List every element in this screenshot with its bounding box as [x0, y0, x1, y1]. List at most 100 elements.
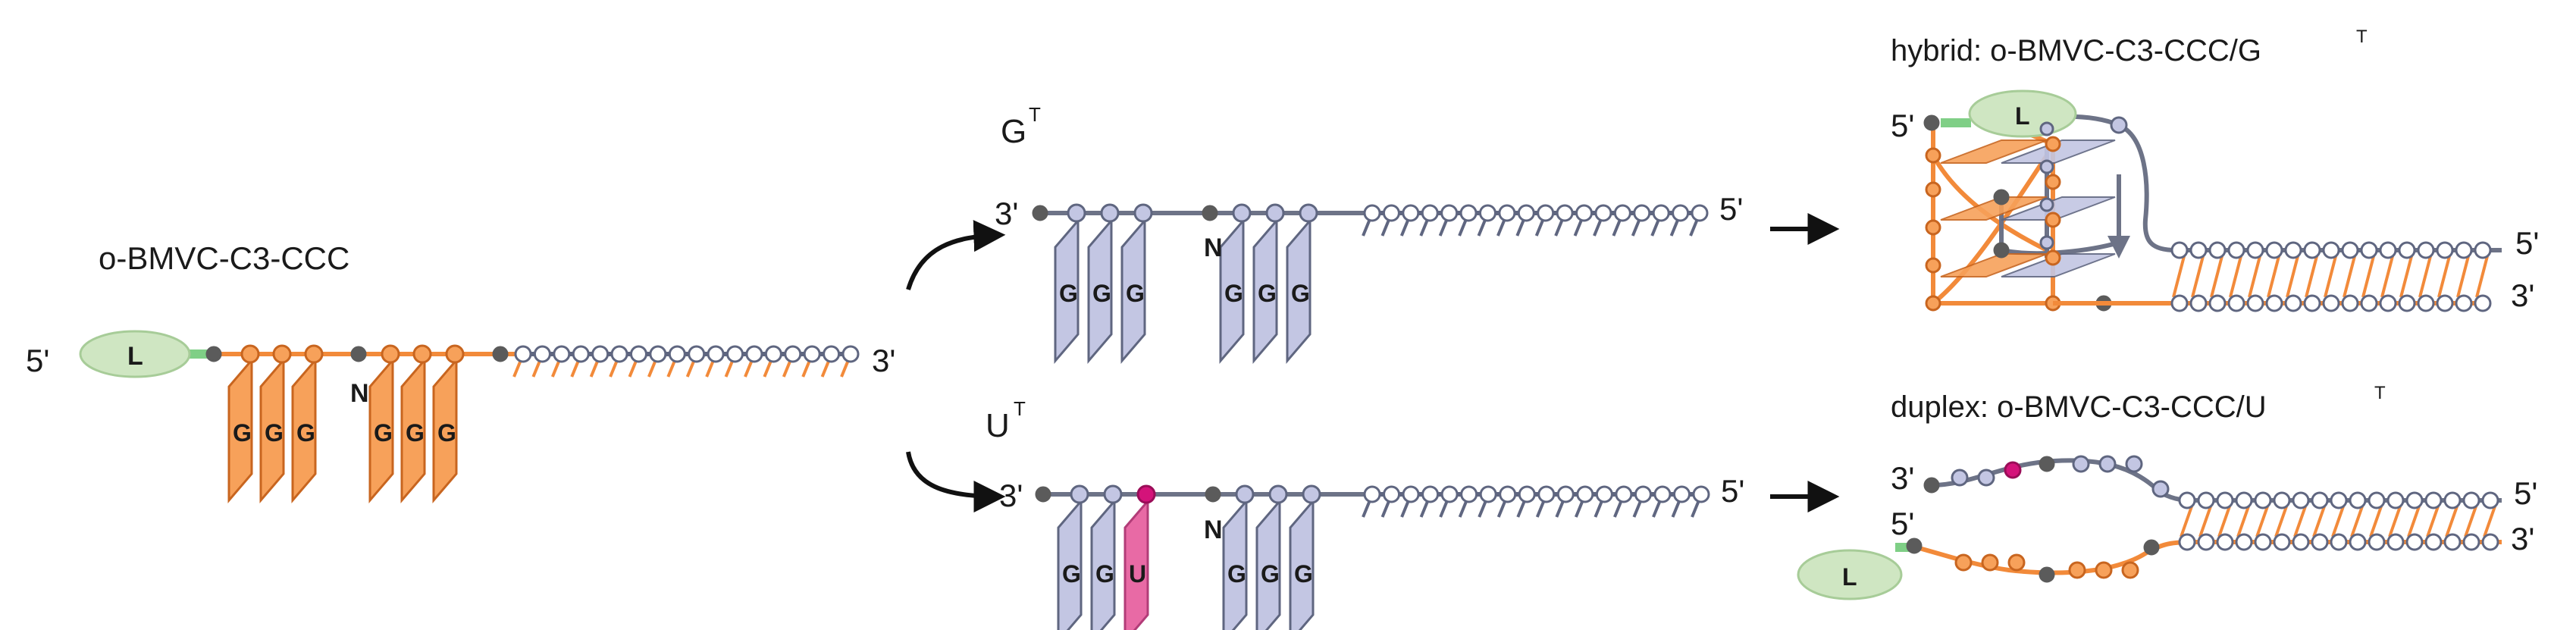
duplex-gray-node	[1951, 469, 1969, 487]
hybrid-5p-node	[1923, 114, 1940, 131]
duplex-three-prime-left: 3'	[1891, 460, 1914, 496]
ut-five-prime: 5'	[1721, 473, 1744, 509]
ut-base-letter: G	[1062, 560, 1081, 588]
ut-base-tick	[1613, 500, 1623, 518]
hybrid-five-prime-right: 5'	[2515, 225, 2539, 261]
hybrid-target-nucleotide	[2436, 241, 2454, 259]
ut-nucleotide	[1440, 485, 1459, 503]
duplex-gray-node	[2151, 480, 2170, 498]
ut-base-tick	[1496, 500, 1507, 518]
gt-base-tick	[1399, 218, 1410, 237]
gt-base-letter: G	[1291, 280, 1310, 307]
probe-g-node	[381, 344, 400, 364]
duplex-base-pair	[2236, 506, 2250, 538]
hybrid-base-pair	[2399, 255, 2413, 298]
gt-nucleotide	[1421, 204, 1439, 222]
hybrid-target-nucleotide	[2208, 241, 2227, 259]
ut-nucleotide	[1383, 485, 1401, 503]
gt-nucleotide	[1633, 204, 1651, 222]
hybrid-probe-nucleotide	[2360, 294, 2378, 312]
probe-nucleotide	[610, 345, 628, 363]
gt-base-letter: G	[1224, 280, 1243, 307]
hybrid-target-nucleotide	[2360, 241, 2378, 259]
duplex-orange-node	[1981, 553, 1999, 572]
probe-g-node	[445, 344, 465, 364]
hybrid-base-pair	[2475, 255, 2489, 298]
duplex-probe-nucleotide	[2330, 533, 2348, 551]
gt-base-tick	[1689, 218, 1699, 237]
hybrid-base-pair	[2437, 255, 2451, 298]
hybrid-base-pair	[2229, 255, 2242, 298]
duplex-title: duplex: o-BMVC-C3-CCC/U	[1891, 390, 2267, 424]
duplex-base-pair	[2312, 506, 2326, 538]
ut-g-node	[1070, 484, 1089, 504]
probe-base-block	[400, 356, 426, 504]
gt-base-block	[1120, 217, 1146, 365]
hybrid-base-pair	[2172, 255, 2186, 298]
probe-g-node	[412, 344, 432, 364]
probe-base-tick	[550, 359, 561, 378]
probe-nucleotide	[841, 345, 860, 363]
duplex-probe-nucleotide	[2197, 533, 2215, 551]
duplex-probe-nucleotide	[2254, 533, 2272, 551]
hybrid-probe-nucleotide	[2379, 294, 2397, 312]
ut-base-tick	[1632, 500, 1643, 518]
hybrid-base-pair	[2418, 255, 2432, 298]
hybrid-probe-nucleotide	[2189, 294, 2208, 312]
duplex-target-nucleotide	[2368, 491, 2386, 509]
duplex-orange-node	[2007, 553, 2026, 572]
hybrid-base-pair	[2267, 255, 2280, 298]
ut-single-strand	[1362, 485, 1710, 518]
hybrid-base-pair	[2456, 255, 2470, 298]
hybrid-quartet-gray	[2001, 139, 2116, 164]
gt-title-sup: T	[1029, 103, 1041, 126]
duplex-target-nucleotide	[2178, 491, 2196, 509]
hybrid-dark-node	[1993, 242, 2010, 259]
hybrid-orange-node	[2045, 136, 2061, 152]
ut-u-node	[1136, 484, 1156, 504]
duplex-3p-node	[1923, 477, 1940, 494]
duplex-target-nucleotide	[2349, 491, 2367, 509]
hybrid-probe-nucleotide	[2227, 294, 2245, 312]
hybrid-probe-nucleotide	[2208, 294, 2227, 312]
ut-base-block	[1222, 497, 1248, 630]
ut-n-node	[1205, 486, 1221, 503]
hybrid-title: hybrid: o-BMVC-C3-CCC/G	[1891, 34, 2261, 67]
hybrid-probe-nucleotide	[2303, 294, 2321, 312]
hybrid-base-pair	[2286, 255, 2299, 298]
ut-nucleotide	[1537, 485, 1556, 503]
gt-g-node	[1232, 203, 1252, 223]
ut-base-tick	[1691, 500, 1700, 518]
hybrid-gray-node	[2039, 121, 2054, 136]
hybrid-target-nucleotide	[2417, 241, 2435, 259]
hybrid-probe-nucleotide	[2322, 294, 2340, 312]
probe-three-prime: 3'	[872, 343, 895, 378]
gt-nucleotide	[1594, 204, 1612, 222]
duplex-base-pair	[2445, 506, 2458, 538]
duplex-n-node	[2039, 456, 2055, 472]
ut-base-tick	[1671, 500, 1681, 518]
hybrid-target-nucleotide	[2322, 241, 2340, 259]
ut-nodes	[1035, 484, 1321, 504]
ut-base-block	[1289, 497, 1315, 630]
duplex-base-pair	[2483, 506, 2496, 538]
gt-base-tick	[1554, 218, 1564, 237]
hybrid-base-pair	[2343, 255, 2356, 298]
hybrid-target-nucleotide	[2284, 241, 2302, 259]
probe-base-tick	[647, 359, 657, 378]
probe-single-strand	[512, 345, 860, 378]
ut-base-tick	[1652, 500, 1662, 518]
ut-base-tick	[1555, 500, 1565, 518]
probe-nucleotide	[688, 345, 706, 363]
hybrid-duplex-region	[2170, 241, 2492, 312]
duplex-base-pair	[2464, 506, 2477, 538]
probe-nucleotide	[553, 345, 571, 363]
hybrid-target-nucleotide	[2170, 241, 2189, 259]
ut-end-node	[1035, 486, 1051, 503]
ut-base-tick	[1419, 500, 1430, 518]
probe-linker-node	[205, 346, 222, 362]
duplex-target-nucleotide	[2424, 491, 2443, 509]
duplex-probe-nucleotide	[2349, 533, 2367, 551]
